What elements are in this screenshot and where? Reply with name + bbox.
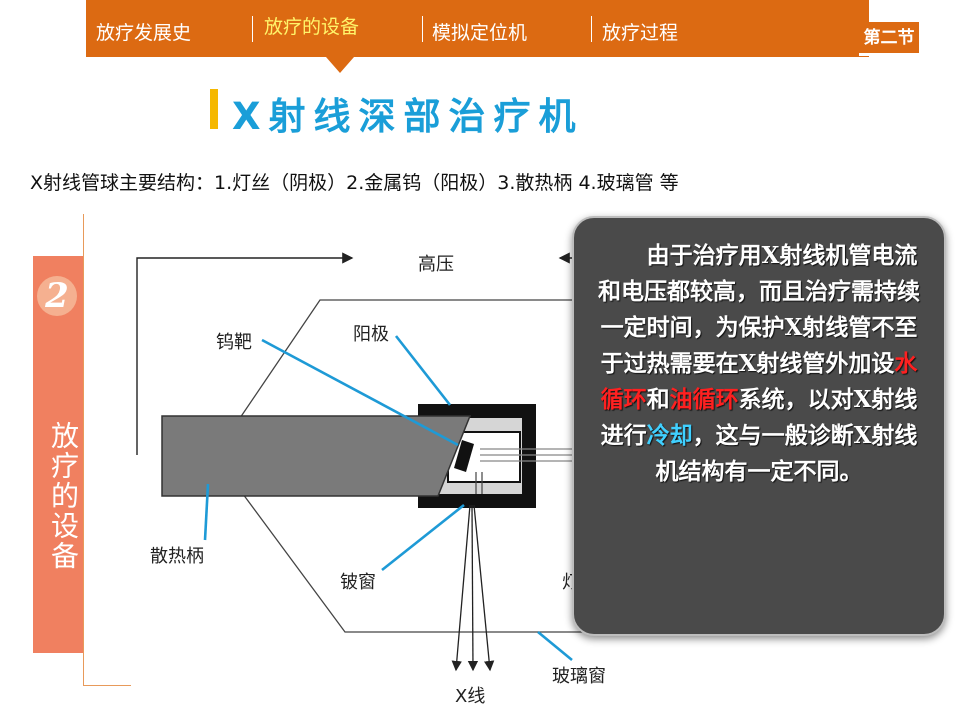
- sidebar-number-badge: 2: [37, 276, 77, 316]
- page-title: X射线深部治疗机: [232, 95, 584, 138]
- sidebar-panel: [33, 256, 83, 653]
- callout-text: 系统，以对X射线进行: [600, 386, 918, 449]
- callout-text: 由于治疗用X射线机管电流和电压都较高，而且治疗需持续一定时间，为保护X射线管不至…: [598, 242, 920, 377]
- nav-divider: [591, 16, 592, 42]
- label-anode: 阳极: [353, 324, 389, 345]
- label-x-ray: X线: [455, 686, 486, 707]
- sidebar-frame-line: [83, 214, 84, 686]
- highlight-oil-cooling: 油循环: [669, 386, 739, 413]
- highlight-cooling: 冷却: [646, 422, 693, 449]
- hv-wire-left: [136, 252, 354, 455]
- page-subtitle: X射线管球主要结构：1.灯丝（阴极）2.金属钨（阳极）3.散热柄 4.玻璃管 等: [30, 172, 679, 194]
- nav-divider: [422, 16, 423, 42]
- sidebar-frame-line: [83, 685, 131, 686]
- label-beryllium-window: 铍窗: [340, 572, 376, 593]
- title-accent-bar: [210, 89, 218, 129]
- nav-tab-process[interactable]: 放疗过程: [602, 22, 679, 44]
- pointer-beryllium: [381, 503, 465, 572]
- heat-sink-rod: [161, 415, 472, 497]
- pointer-heat-sink: [203, 483, 210, 541]
- callout-text: ，这与一般诊断X射线机结构有一定不同。: [655, 422, 918, 485]
- pointer-glass: [537, 630, 573, 662]
- label-high-voltage: 高压: [418, 254, 454, 275]
- nav-divider: [252, 16, 253, 42]
- active-tab-pointer: [326, 57, 354, 73]
- nav-tab-simulator[interactable]: 模拟定位机: [432, 22, 528, 44]
- pointer-tungsten: [261, 338, 459, 447]
- pointer-anode: [394, 335, 452, 406]
- nav-tab-history[interactable]: 放疗发展史: [96, 22, 192, 44]
- label-glass-window: 玻璃窗: [552, 666, 606, 687]
- section-badge: 第二节: [859, 22, 919, 56]
- nav-tab-equipment[interactable]: 放疗的设备: [264, 16, 360, 38]
- info-callout: 由于治疗用X射线机管电流和电压都较高，而且治疗需持续一定时间，为保护X射线管不至…: [572, 216, 946, 636]
- top-nav: 放疗发展史 放疗的设备 模拟定位机 放疗过程 第二节: [86, 0, 919, 57]
- section-label: 第二节: [859, 22, 919, 53]
- label-heat-sink: 散热柄: [150, 546, 204, 567]
- sidebar-label: 放疗的设备: [47, 421, 80, 571]
- callout-text: 和: [646, 386, 670, 413]
- label-tungsten-target: 钨靶: [216, 332, 252, 353]
- tungsten-target: [454, 440, 474, 472]
- highlight-water-cooling: 水循环: [600, 350, 918, 413]
